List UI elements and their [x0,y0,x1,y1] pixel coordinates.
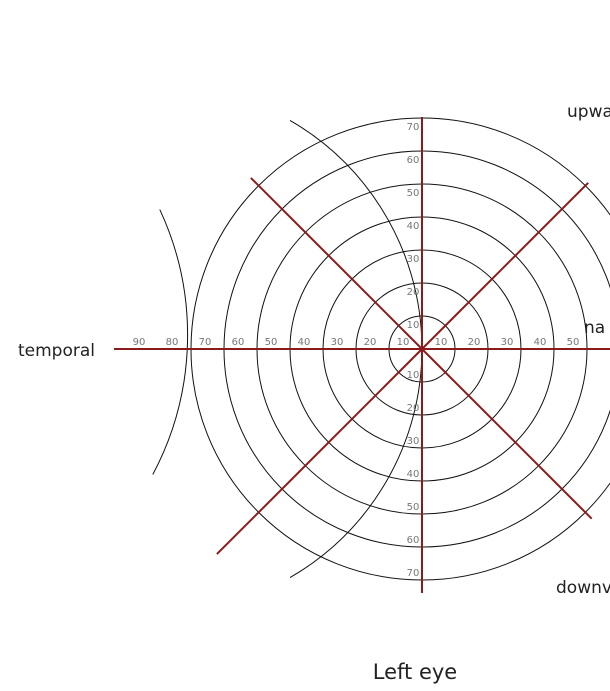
eye-title: Left eye [373,660,457,684]
tick-up-30: 30 [407,254,420,265]
tick-nasal-20: 20 [468,337,481,348]
tick-temporal-30: 30 [331,337,344,348]
tick-temporal-10: 10 [397,337,410,348]
tick-down-40: 40 [407,469,420,480]
upward-label: upwa [567,102,610,122]
tick-up-70: 70 [407,122,420,133]
tick-down-70: 70 [407,568,420,579]
tick-down-60: 60 [407,535,420,546]
meridian-axes [114,117,610,593]
meridian-315 [421,348,593,520]
downward-label: downv [556,578,610,598]
tick-up-50: 50 [407,188,420,199]
meridian-225 [216,348,423,555]
tick-down-20: 20 [407,403,420,414]
tick-nasal-40: 40 [534,337,547,348]
tick-nasal-30: 30 [501,337,514,348]
tick-down-10: 10 [407,370,420,381]
arc-90 [152,209,189,475]
tick-nasal-50: 50 [567,337,580,348]
tick-temporal-70: 70 [199,337,212,348]
tick-down-30: 30 [407,436,420,447]
tick-temporal-80: 80 [166,337,179,348]
tick-temporal-40: 40 [298,337,311,348]
tick-temporal-60: 60 [232,337,245,348]
tick-down-50: 50 [407,502,420,513]
tick-up-40: 40 [407,221,420,232]
tick-temporal-90: 90 [133,337,146,348]
tick-up-20: 20 [407,287,420,298]
tick-temporal-20: 20 [364,337,377,348]
tick-up-10: 10 [407,320,420,331]
meridian-45 [421,182,589,350]
tick-nasal-10: 10 [435,337,448,348]
nasal-label: na [584,318,605,338]
temporal-label: temporal [18,341,95,361]
tick-temporal-50: 50 [265,337,278,348]
tick-labels: 10 20 30 40 50 60 70 10 20 30 40 50 60 70 10 20 30 40 50 60… [133,122,580,579]
tick-up-60: 60 [407,155,420,166]
meridian-135 [250,177,423,350]
